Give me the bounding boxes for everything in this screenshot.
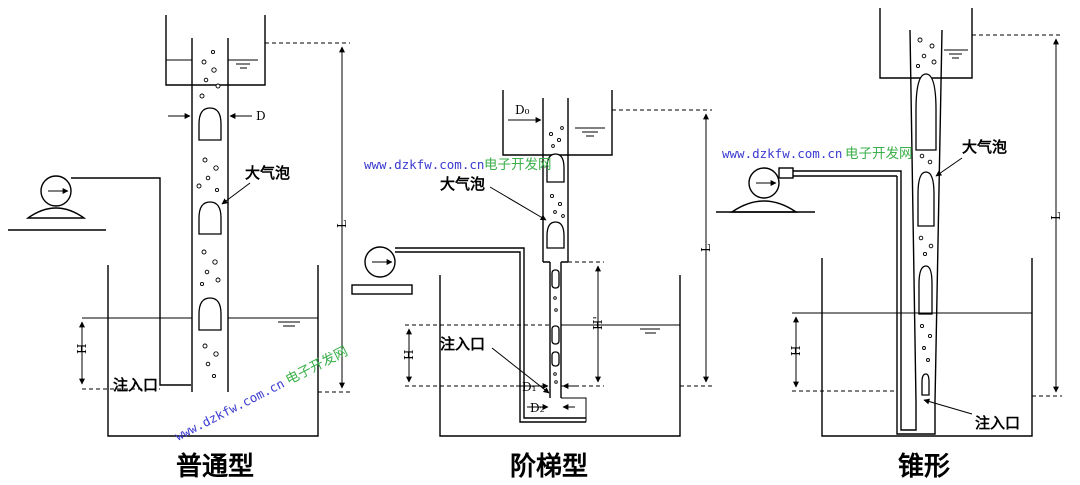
watermark-name: 电子开发网 — [484, 157, 552, 173]
watermark-url: www.dzkfw.com.cn — [722, 146, 842, 161]
bubble-label: 大气泡 — [962, 138, 1007, 156]
watermark-3: www.dzkfw.com.cn 电子开发网 — [173, 343, 351, 444]
diagram-title: 普通型 — [176, 451, 254, 482]
air-line — [395, 247, 586, 419]
lower-tank — [821, 258, 1033, 437]
dim-h2-label: H' — [591, 316, 605, 330]
taper-pipe-left — [909, 29, 917, 403]
watermark-url: www.dzkfw.com.cn — [364, 157, 484, 172]
diagram-tapered: 大气泡 H L 注入口 锥形 — [716, 8, 1063, 482]
lower-tank — [107, 265, 319, 437]
dim-d2-label: D₂ — [530, 401, 545, 415]
inlet-label: 注入口 — [440, 335, 485, 353]
small-bubbles — [915, 37, 937, 362]
taper-pipe-right — [934, 29, 943, 403]
pump-icon — [8, 175, 106, 231]
watermark-url: www.dzkfw.com.cn — [173, 376, 287, 444]
upper-tank — [165, 15, 266, 86]
inlet-label: 注入口 — [113, 376, 158, 394]
pump-icon — [716, 167, 815, 213]
bubble-label: 大气泡 — [440, 175, 485, 193]
u-bottom — [900, 180, 917, 431]
pump-icon — [351, 246, 413, 295]
dim-h-label: H — [402, 350, 416, 360]
dim-h-label: H — [789, 346, 803, 356]
dim-l-label: L — [699, 244, 713, 252]
upper-tank — [502, 90, 613, 156]
diagram-title: 阶梯型 — [510, 452, 588, 482]
watermark-2: www.dzkfw.com.cn 电子开发网 — [722, 146, 913, 162]
dim-h-label: H — [75, 344, 89, 354]
lower-tank — [439, 275, 681, 437]
dim-d-label: D — [256, 109, 266, 123]
watermark-name: 电子开发网 — [845, 146, 913, 162]
dim-l-label: L — [1049, 212, 1063, 220]
upper-tank — [879, 8, 973, 79]
dim-l-label: L — [335, 220, 349, 228]
dim-d1-label: D₁ — [522, 380, 536, 394]
dim-d0-label: D₀ — [515, 103, 530, 117]
diagram-standard: D 大气泡 H L 注入口 普通型 — [8, 15, 350, 482]
small-bubbles — [196, 49, 221, 379]
air-line — [71, 177, 191, 386]
watermark-1: www.dzkfw.com.cn 电子开发网 — [364, 157, 552, 173]
diagram-stepped: D₀ 大气泡 — [351, 90, 713, 482]
inlet-label: 注入口 — [975, 414, 1020, 432]
diagram-title: 锥形 — [898, 452, 950, 482]
small-bubbles — [548, 126, 565, 384]
bubble-label: 大气泡 — [245, 164, 290, 182]
watermark-name: 电子开发网 — [283, 343, 350, 388]
